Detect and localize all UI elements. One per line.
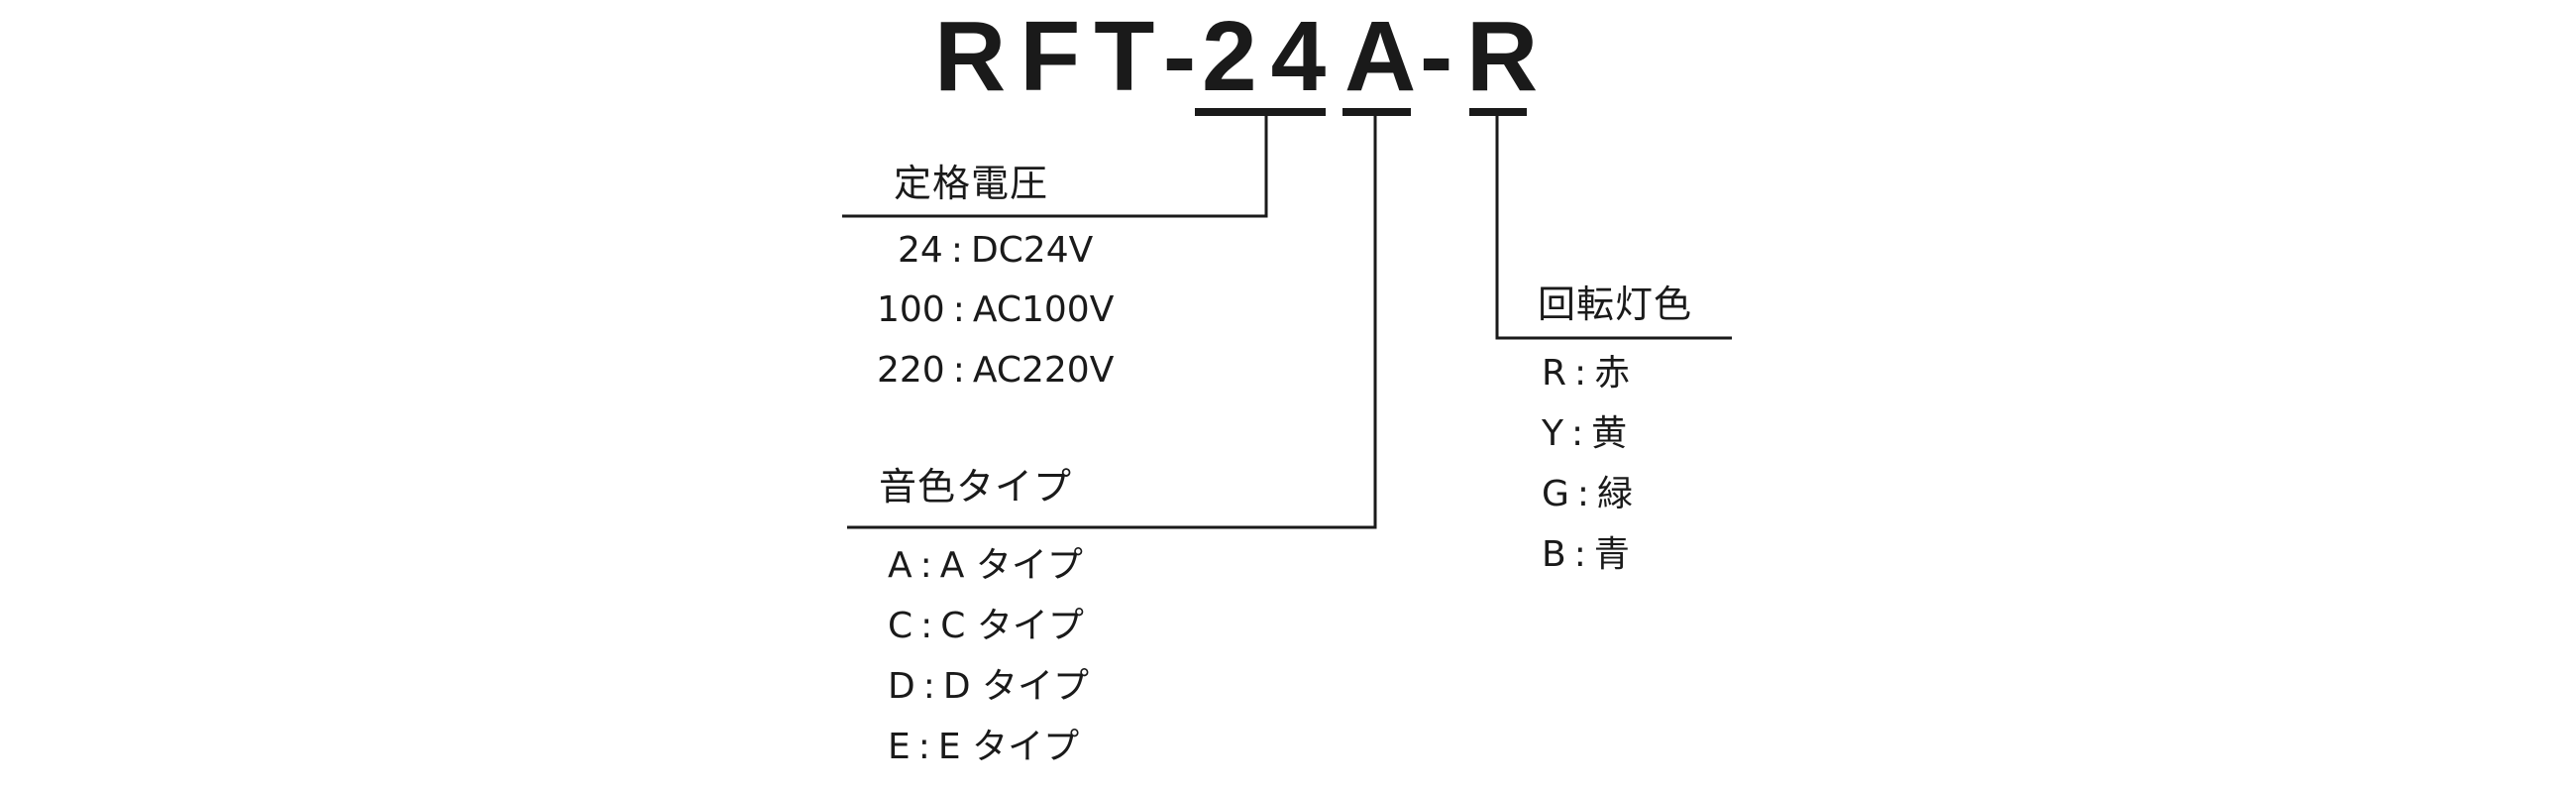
option-code: 24	[898, 230, 943, 271]
option-desc: 青	[1593, 534, 1630, 575]
option-code: A	[888, 545, 912, 586]
dash: -	[1420, 1, 1467, 112]
color-title: 回転灯色	[1538, 283, 1693, 326]
model-prefix: RFT-	[934, 1, 1211, 112]
tone-title: 音色タイプ	[879, 465, 1073, 509]
option-separator: :	[952, 289, 965, 330]
option-desc: AC220V	[972, 350, 1115, 391]
option-code: C	[888, 606, 913, 646]
option-desc: A タイプ	[939, 545, 1083, 586]
voltage-option: 100:AC100V	[877, 289, 1114, 331]
option-desc: DC24V	[970, 230, 1094, 271]
tone-option: D:D タイプ	[888, 666, 1089, 708]
option-separator: :	[1571, 413, 1584, 454]
option-desc: AC100V	[972, 289, 1115, 330]
voltage-leader	[842, 116, 1268, 218]
option-separator: :	[1576, 474, 1590, 514]
option-separator: :	[952, 350, 965, 391]
voltage-option: 220:AC220V	[877, 350, 1114, 392]
option-separator: :	[919, 545, 932, 586]
option-code: R	[1542, 353, 1567, 394]
color-code: R	[1466, 1, 1553, 112]
option-code: 100	[877, 289, 945, 330]
voltage-title: 定格電圧	[894, 162, 1049, 205]
option-separator: :	[1573, 534, 1586, 575]
option-desc: 黄	[1591, 413, 1628, 454]
tone-leader	[847, 116, 1377, 529]
option-desc: D タイプ	[942, 666, 1090, 707]
color-option: G:緑	[1542, 474, 1633, 515]
option-separator: :	[922, 666, 935, 707]
option-separator: :	[920, 606, 933, 646]
option-code: E	[888, 727, 911, 767]
option-code: Y	[1542, 413, 1563, 454]
option-code: D	[888, 666, 915, 707]
color-option: B:青	[1542, 534, 1630, 576]
tone-code: A	[1344, 1, 1431, 112]
voltage-code: 24	[1202, 1, 1341, 112]
option-separator: :	[950, 230, 963, 271]
tone-option: A:A タイプ	[888, 545, 1083, 587]
option-desc: 赤	[1594, 353, 1631, 394]
option-code: G	[1542, 474, 1569, 514]
option-code: 220	[877, 350, 945, 391]
color-leader	[1495, 116, 1732, 340]
option-desc: E タイプ	[937, 727, 1080, 767]
color-option: Y:黄	[1542, 413, 1627, 455]
option-separator: :	[1574, 353, 1587, 394]
option-desc: 緑	[1597, 474, 1634, 514]
color-option: R:赤	[1542, 353, 1630, 395]
voltage-option: 24:DC24V	[898, 230, 1093, 272]
tone-option: E:E タイプ	[888, 727, 1079, 768]
option-desc: C タイプ	[940, 606, 1084, 646]
option-code: B	[1542, 534, 1566, 575]
tone-option: C:C タイプ	[888, 606, 1084, 647]
option-separator: :	[917, 727, 930, 767]
